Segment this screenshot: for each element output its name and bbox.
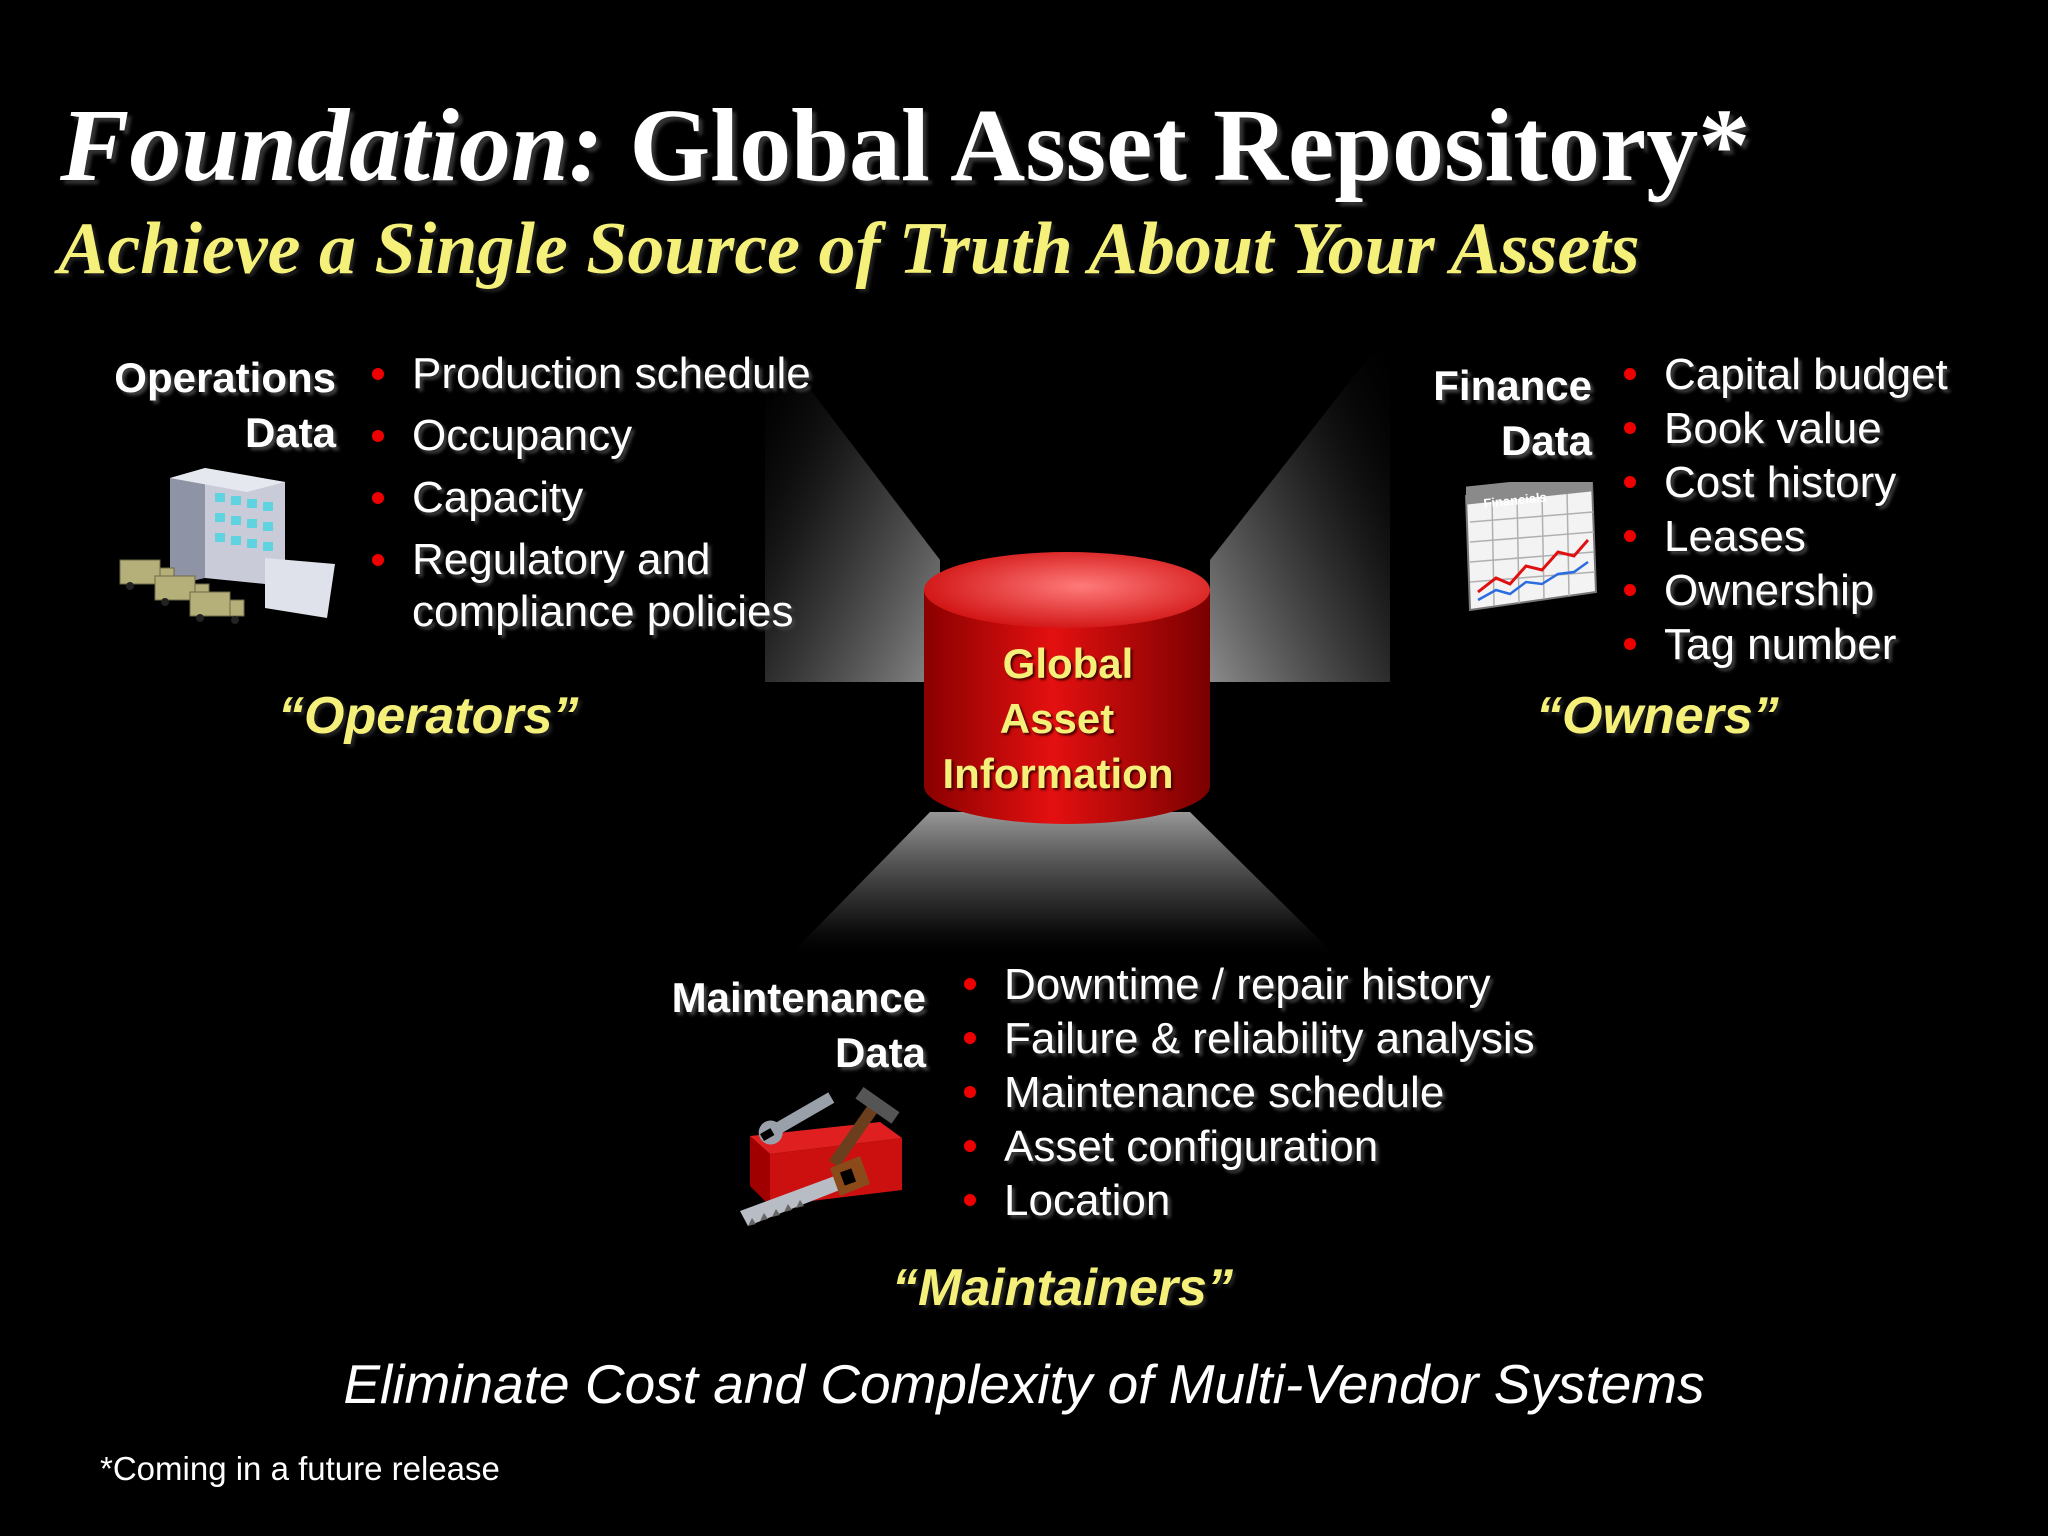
- list-item: Cost history: [1618, 456, 2038, 510]
- title-main: Global Asset Repository*: [629, 88, 1751, 203]
- maintenance-label-line2: Data: [834, 1029, 926, 1076]
- maintenance-data-label: Maintenance Data: [640, 970, 926, 1080]
- list-item: Capacity: [366, 472, 836, 524]
- page-subtitle: Achieve a Single Source of Truth About Y…: [58, 208, 1640, 290]
- list-item: Tag number: [1618, 618, 2038, 672]
- list-item: Ownership: [1618, 564, 2038, 618]
- maintainers-role: “Maintainers”: [892, 1259, 1233, 1317]
- operations-list: Production schedule Occupancy Capacity R…: [366, 348, 836, 638]
- maintenance-list: Downtime / repair history Failure & reli…: [958, 958, 1598, 1228]
- financials-icon-label: Financials: [1483, 489, 1548, 511]
- office-building-trucks-icon: [119, 468, 335, 624]
- page-title: Foundation: Global Asset Repository*: [60, 86, 1750, 206]
- footnote: *Coming in a future release: [100, 1450, 500, 1487]
- finance-data-label: Finance Data: [1380, 358, 1592, 468]
- center-line1: Global: [1002, 640, 1134, 687]
- financials-chart-icon: Financials: [1464, 482, 1598, 612]
- toolbox-icon: [740, 1086, 902, 1226]
- finance-label-line1: Finance: [1433, 362, 1592, 409]
- beam-operations: [765, 330, 940, 682]
- list-item: Book value: [1618, 402, 2038, 456]
- operations-label-line2: Data: [244, 409, 336, 456]
- list-item: Leases: [1618, 510, 2038, 564]
- list-item: Downtime / repair history: [958, 958, 1598, 1012]
- owners-role: “Owners”: [1536, 687, 1779, 745]
- beam-finance: [1210, 330, 1390, 682]
- center-line2: Asset: [999, 695, 1115, 742]
- list-item: Occupancy: [366, 410, 836, 462]
- list-item: Asset configuration: [958, 1120, 1598, 1174]
- database-cylinder: [924, 552, 1210, 824]
- title-italic: Foundation:: [60, 88, 604, 203]
- list-item: Location: [958, 1174, 1598, 1228]
- list-item: Production schedule: [366, 348, 836, 400]
- operators-role: “Operators”: [278, 687, 579, 745]
- operations-label-line1: Operations: [114, 354, 336, 401]
- list-item: Failure & reliability analysis: [958, 1012, 1598, 1066]
- center-line3: Information: [942, 750, 1174, 797]
- list-item: Capital budget: [1618, 348, 2038, 402]
- maintenance-label-line1: Maintenance: [671, 974, 926, 1021]
- list-item: Maintenance schedule: [958, 1066, 1598, 1120]
- finance-list: Capital budget Book value Cost history L…: [1618, 348, 2038, 672]
- beam-maintenance: [785, 812, 1340, 960]
- tagline: Eliminate Cost and Complexity of Multi-V…: [343, 1353, 1705, 1415]
- finance-label-line2: Data: [1500, 417, 1592, 464]
- center-label: Global Asset Information: [938, 636, 1198, 801]
- list-item: Regulatory and compliance policies: [366, 534, 836, 638]
- operations-data-label: Operations Data: [60, 350, 336, 460]
